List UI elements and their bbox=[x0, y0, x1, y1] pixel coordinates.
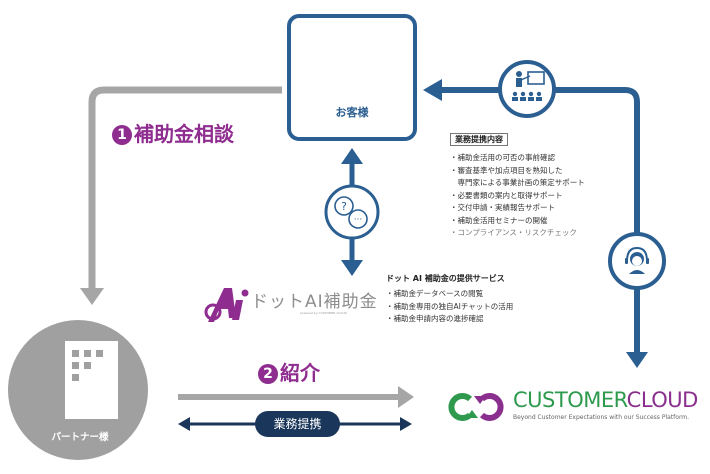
customer-node bbox=[287, 14, 417, 141]
partner-node bbox=[8, 320, 148, 460]
partnership-content-title: 業務提携内容 bbox=[450, 133, 508, 146]
customer-cloud-name-part2: CLOUD bbox=[626, 388, 699, 412]
partnership-arrowhead-right bbox=[400, 417, 412, 431]
dot-ai-brand-sub: powered by CUSTOMER CLOUD bbox=[300, 311, 347, 315]
svg-text:···: ··· bbox=[354, 215, 363, 225]
list-item: 審査基準や加点項目を熟知した bbox=[450, 165, 585, 178]
list-item: 専門家による事業計画の策定サポート bbox=[457, 178, 585, 187]
headset-support-icon bbox=[608, 232, 666, 290]
list-item: コンプライアンス・リスクチェック bbox=[450, 227, 585, 240]
partnership-content-panel: 業務提携内容 補助金活用の可否の事前確認 審査基準や加点項目を熟知した 専門家に… bbox=[450, 127, 585, 240]
consultation-arrow bbox=[88, 86, 282, 290]
partner-label: パートナー様 bbox=[51, 432, 109, 443]
list-item: 補助金データベースの閲覧 bbox=[386, 288, 513, 301]
list-item: 必要書類の案内と取得サポート bbox=[450, 190, 585, 203]
up-arrowhead bbox=[341, 148, 363, 164]
customer-cloud-name-part1: CUSTOMER bbox=[513, 388, 627, 412]
ai-service-panel: ドット AI 補助金の提供サービス 補助金データベースの閲覧 補助金専用の独自A… bbox=[386, 273, 513, 326]
cloud-to-customer-line bbox=[440, 87, 640, 356]
customer-cloud-logo-icon bbox=[448, 393, 504, 421]
customer-cloud-name: CUSTOMERCLOUD bbox=[513, 388, 698, 412]
chat-bubbles-icon: ? ··· bbox=[324, 184, 380, 240]
dot-ai-logo-icon bbox=[204, 288, 249, 322]
consultation-arrowhead bbox=[80, 288, 104, 305]
customer-to-cloud-arrowhead bbox=[626, 352, 648, 368]
step2-text: 紹介 bbox=[280, 361, 320, 385]
step1-text: 補助金相談 bbox=[134, 122, 234, 146]
step1-number-badge: 1 bbox=[112, 125, 132, 145]
svg-text:?: ? bbox=[341, 200, 347, 213]
ai-service-title: ドット AI 補助金の提供サービス bbox=[386, 274, 505, 283]
list-item: 補助金活用の可否の事前確認 bbox=[450, 152, 585, 165]
referral-arrowhead bbox=[398, 386, 414, 408]
partnership-badge: 業務提携 bbox=[255, 411, 340, 437]
list-item: 補助金専用の独自AIチャットの活用 bbox=[386, 301, 514, 314]
customer-cloud-tagline: Beyond Customer Expectations with our Su… bbox=[513, 414, 690, 421]
list-item: 補助金申請内容の進捗確認 bbox=[386, 313, 513, 326]
step2-number-badge: 2 bbox=[258, 364, 278, 384]
ai-service-list: 補助金データベースの閲覧 補助金専用の独自AIチャットの活用 補助金申請内容の進… bbox=[386, 288, 514, 326]
list-item: 補助金活用セミナーの開催 bbox=[450, 215, 585, 228]
seminar-icon bbox=[498, 60, 556, 118]
customer-label: お客様 bbox=[335, 106, 369, 119]
partnership-arrowhead-left bbox=[178, 417, 190, 431]
down-arrowhead bbox=[341, 260, 363, 276]
list-item: 交付申請・実績報告サポート bbox=[450, 202, 585, 215]
dot-ai-brand-name: ドットAI補助金 bbox=[251, 292, 378, 312]
cloud-to-customer-arrowhead bbox=[423, 79, 442, 101]
partnership-content-list: 補助金活用の可否の事前確認 審査基準や加点項目を熟知した 専門家による事業計画の… bbox=[450, 152, 585, 240]
